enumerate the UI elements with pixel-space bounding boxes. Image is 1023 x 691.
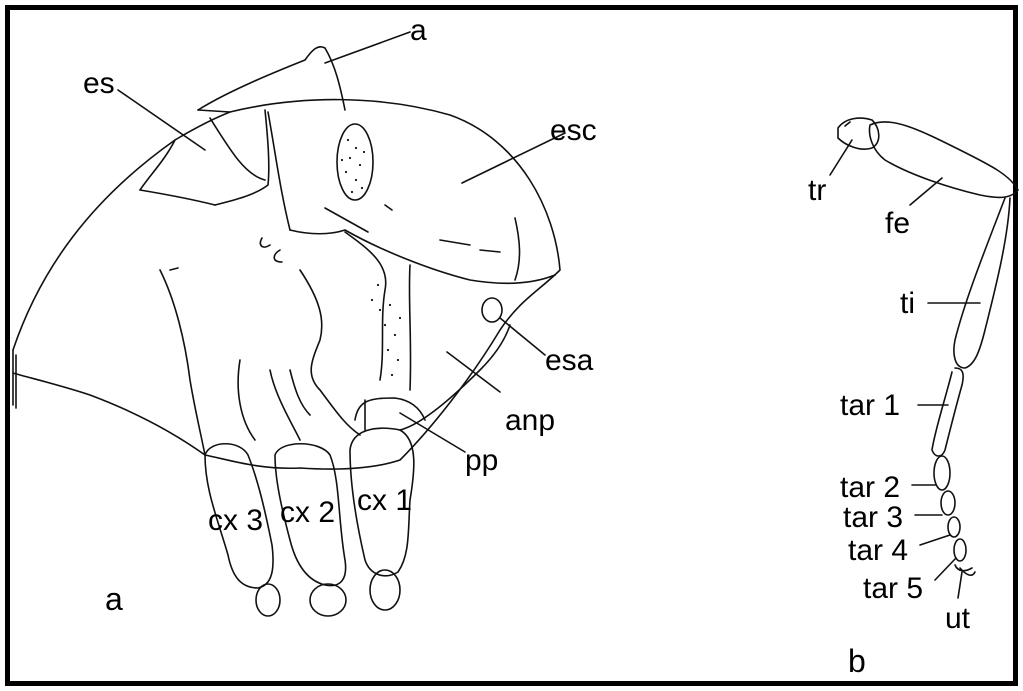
label-anp: anp — [505, 404, 555, 437]
panel-label-b: b — [848, 643, 866, 679]
femur — [870, 122, 1018, 198]
tarsus-1 — [932, 368, 963, 456]
label-ti: ti — [900, 287, 915, 320]
label-tar1: tar 1 — [840, 389, 900, 422]
tarsus-4 — [948, 517, 960, 537]
label-esc: esc — [550, 114, 597, 147]
stippled-oval — [337, 124, 373, 200]
label-esa: esa — [545, 344, 594, 377]
label-tar2: tar 2 — [840, 471, 900, 504]
pleural-stipple — [371, 284, 401, 376]
label-ut: ut — [945, 602, 971, 635]
label-cx1: cx 1 — [357, 484, 412, 517]
label-cx2: cx 2 — [280, 496, 335, 529]
tibia — [954, 198, 1010, 368]
label-fe: fe — [885, 207, 910, 240]
label-tar5: tar 5 — [863, 572, 923, 605]
label-pp: pp — [465, 444, 498, 477]
claws — [955, 565, 975, 575]
panel-label-a: a — [105, 581, 123, 617]
label-cx3: cx 3 — [208, 504, 263, 537]
trochanter-2 — [310, 584, 346, 616]
spiracle — [482, 298, 502, 322]
stipple-dots — [341, 139, 365, 193]
label-tar4: tar 4 — [848, 534, 908, 567]
tarsus-3 — [941, 491, 955, 515]
trochanter-3 — [256, 584, 280, 616]
thorax-drawing — [13, 47, 560, 616]
episternum — [140, 140, 175, 190]
label-es: es — [83, 67, 115, 100]
label-a: a — [410, 14, 427, 47]
label-tar3: tar 3 — [843, 501, 903, 534]
label-tr: tr — [808, 174, 826, 207]
